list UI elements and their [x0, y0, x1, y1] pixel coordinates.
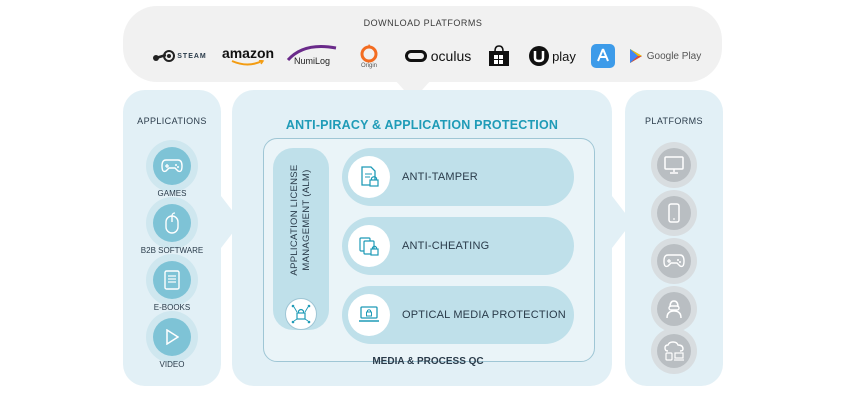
laptop-lock-icon — [359, 306, 379, 322]
anti-cheating-icon-circle — [348, 225, 390, 267]
platform-smartphone-circle — [657, 196, 691, 230]
games-circle — [153, 147, 191, 185]
google-play-icon — [629, 49, 642, 63]
alm-label: APPLICATION LICENSE MANAGEMENT (ALM) — [263, 150, 339, 290]
play-icon — [166, 329, 179, 345]
platform-vr-circle — [657, 292, 691, 326]
download-platforms-title: DOWNLOAD PLATFORMS — [363, 18, 483, 28]
google-play-logo: Google Play — [628, 40, 702, 72]
cards-lock-icon — [359, 237, 379, 256]
ebooks-label: E-BOOKS — [153, 303, 191, 312]
amazon-smile-icon — [231, 60, 265, 66]
numilog-logo: NumiLog — [284, 40, 340, 72]
alm-circle — [285, 298, 317, 330]
platform-console-circle — [657, 244, 691, 278]
anti-tamper-icon-circle — [348, 156, 390, 198]
media-process-qc-label: MEDIA & PROCESS QC — [372, 356, 484, 367]
amazon-logo: amazon — [222, 40, 274, 72]
steam-logo: STEAM — [146, 40, 212, 72]
origin-logo: Origin — [354, 40, 384, 72]
b2b-software-label: B2B SOFTWARE — [140, 246, 204, 255]
oculus-logo: oculus — [398, 40, 478, 72]
origin-icon — [360, 44, 378, 63]
b2b-software-circle — [153, 204, 191, 242]
mouse-icon — [165, 212, 179, 234]
oculus-icon — [404, 50, 427, 62]
alm-line-1: APPLICATION LICENSE — [289, 164, 300, 276]
smartphone-icon — [668, 203, 680, 223]
anti-cheating-label: ANTI-CHEATING — [402, 240, 490, 252]
store-bag-icon — [489, 45, 509, 66]
numilog-swoosh-icon — [286, 45, 337, 62]
download-platforms-bar — [123, 6, 722, 82]
uplay-icon — [529, 46, 550, 66]
document-lock-icon — [361, 166, 379, 187]
google-play-wordmark: Google Play — [646, 50, 702, 62]
optical-media-label: OPTICAL MEDIA PROTECTION — [402, 309, 566, 321]
oculus-wordmark: oculus — [430, 48, 472, 64]
network-lock-icon — [291, 304, 311, 324]
person-icon — [666, 300, 682, 319]
alm-line-2: MANAGEMENT (ALM) — [301, 169, 312, 271]
video-circle — [153, 318, 191, 356]
ebook-icon — [164, 270, 180, 290]
applications-title: APPLICATIONS — [137, 116, 207, 126]
protection-title: ANTI-PIRACY & APPLICATION PROTECTION — [285, 118, 559, 132]
ebooks-circle — [153, 261, 191, 299]
gamepad-icon — [161, 159, 183, 173]
cloud-devices-icon — [664, 341, 684, 361]
uplay-wordmark: play — [552, 48, 576, 64]
numilog-wordmark: NumiLog — [293, 56, 331, 66]
microsoft-store-logo — [486, 40, 512, 72]
platforms-title: PLATFORMS — [645, 116, 703, 126]
app-store-icon — [591, 44, 615, 68]
anti-tamper-label: ANTI-TAMPER — [402, 171, 478, 183]
steam-wordmark: STEAM — [177, 52, 207, 60]
optical-media-icon-circle — [348, 294, 390, 336]
uplay-logo: play — [524, 40, 580, 72]
video-label: VIDEO — [159, 360, 185, 369]
origin-wordmark: Origin — [360, 63, 377, 69]
platform-cloud-circle — [657, 334, 691, 368]
gamepad-icon — [663, 254, 685, 268]
platform-monitor-circle — [657, 148, 691, 182]
monitor-icon — [664, 156, 684, 174]
games-label: GAMES — [157, 189, 187, 198]
steam-icon — [153, 50, 176, 62]
amazon-wordmark: amazon — [221, 45, 275, 61]
app-store-logo — [590, 40, 616, 72]
